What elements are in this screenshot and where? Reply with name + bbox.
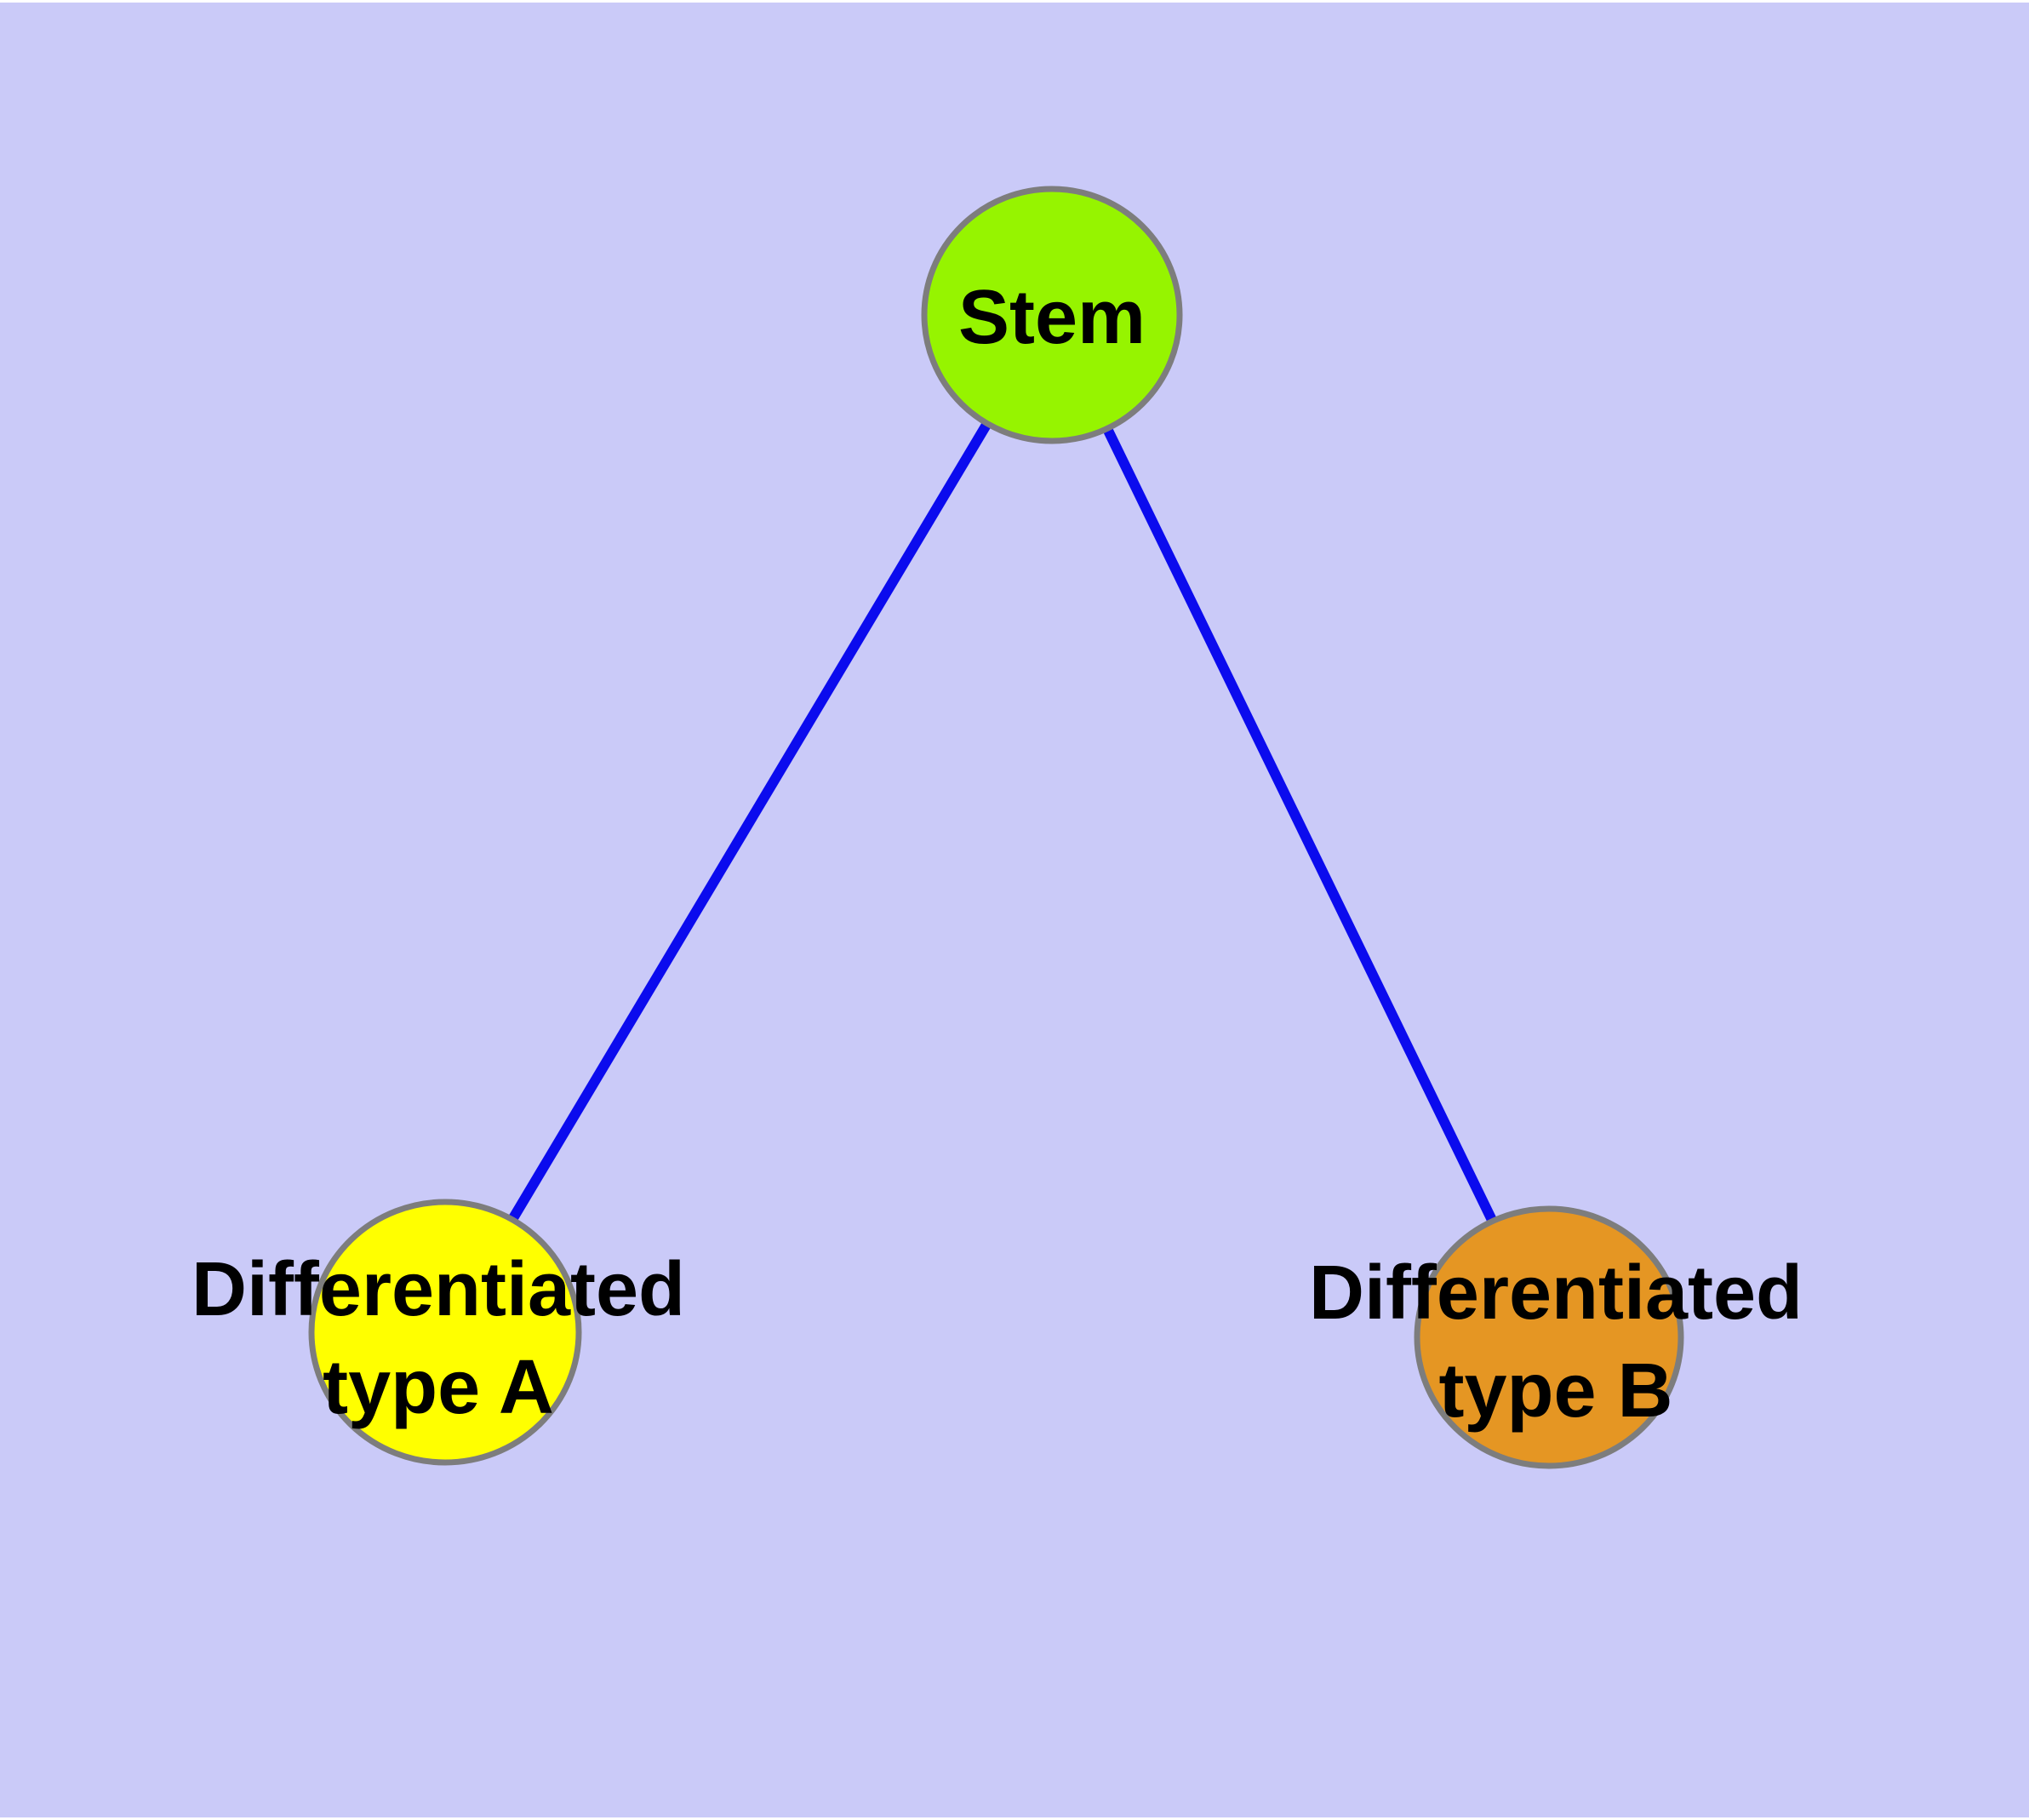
node-stem-label: Stem bbox=[958, 275, 1146, 360]
edge-stem-to-differentiated-type-b bbox=[1047, 312, 1554, 1340]
node-differentiated-type-a-label-line2: type A bbox=[323, 1345, 554, 1430]
node-differentiated-type-b-label-line2: type B bbox=[1438, 1348, 1672, 1434]
edge-stem-to-differentiated-type-a bbox=[440, 312, 1057, 1336]
node-differentiated-type-b bbox=[1414, 1205, 1684, 1469]
node-stem bbox=[921, 186, 1183, 444]
node-differentiated-type-a-label-line1: Differentiated bbox=[191, 1247, 685, 1332]
node-differentiated-type-b-label-line1: Differentiated bbox=[1309, 1251, 1803, 1336]
node-differentiated-type-a bbox=[308, 1199, 582, 1466]
